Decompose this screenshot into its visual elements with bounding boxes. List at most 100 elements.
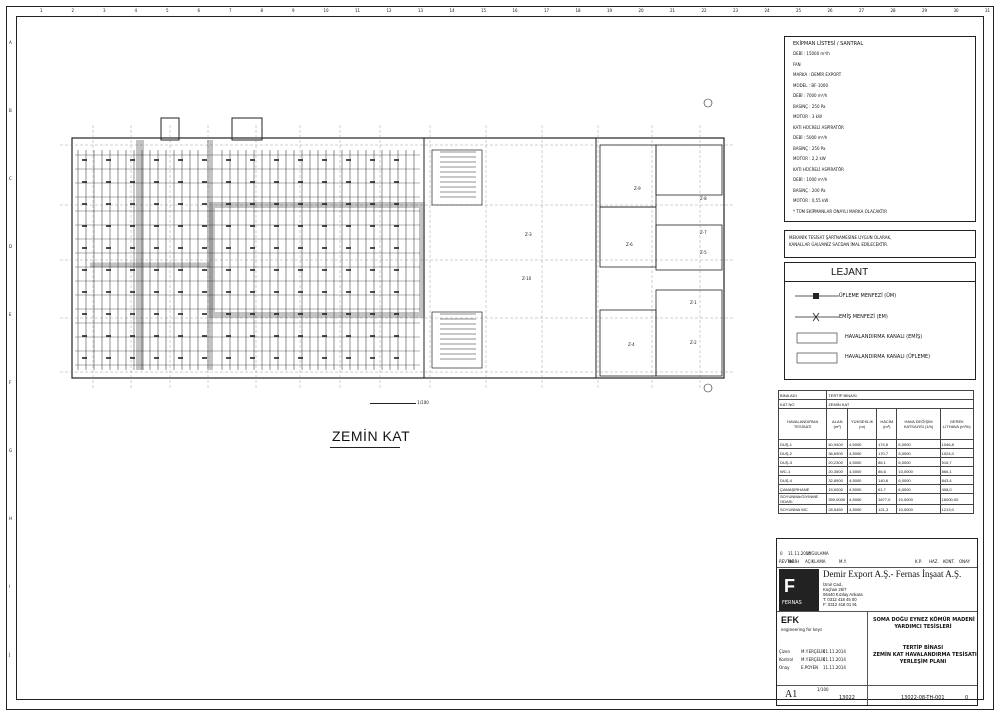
project-number: 13022	[839, 695, 855, 701]
scale-bar: 1/100	[370, 400, 429, 405]
grid-column-number: 8	[260, 8, 264, 13]
table-cell: 516,7	[939, 457, 975, 467]
table-cell: 20,3500	[826, 466, 849, 476]
note-line: DEBİ : 15000 m³/h	[793, 51, 830, 56]
legend-item: EMİŞ MENFEZİ (EM)	[839, 314, 888, 320]
table-cell: 61,7	[876, 484, 898, 494]
drawing-name: YERLEŞİM PLANI	[899, 659, 947, 665]
grid-row-letter: E	[9, 312, 12, 317]
note-line: DEBİ : 7000 m³/h	[793, 93, 828, 98]
grid-row-letter: J	[9, 652, 11, 657]
legend-symbols	[795, 293, 839, 364]
column-header: YÜKSEKLİK (m)	[847, 408, 878, 440]
note-line: KATI HÜCRELİ ASPİRATÖR	[793, 124, 844, 130]
note-line: MARKA : DEMİR EXPORT	[793, 72, 842, 77]
table-cell: 4,5000	[847, 475, 878, 485]
general-note-line: KANALLAR GALVANİZ SACDAN İMAL EDİLECEKTİ…	[789, 242, 889, 247]
grid-column-number: 20	[638, 8, 644, 13]
table-cell: 36,6900	[826, 448, 849, 458]
outer-frame	[6, 6, 994, 710]
column-header: GEREK LİTHAVA (m³/h)	[939, 408, 975, 440]
address-line: 06440 Kızılay Ankara	[823, 592, 863, 597]
table-cell: 6,0000	[896, 457, 941, 467]
title-underline	[330, 447, 400, 448]
grid-column-number: 12	[386, 8, 392, 13]
sheet-size: A1	[785, 689, 798, 700]
efk-subtitle: engineering for keys	[781, 627, 823, 632]
table-cell: 1024,0	[939, 448, 975, 458]
table-cell: ZEMİN KAT	[826, 399, 974, 409]
scale-label: 1/100	[417, 400, 429, 405]
grid-column-number: 15	[481, 8, 487, 13]
address-line: F: 0312 418 01 91	[823, 602, 857, 607]
room-label: Z-2	[690, 340, 697, 345]
grid-column-number: 29	[922, 8, 928, 13]
room-label: Z-9	[634, 186, 641, 191]
table-cell: 1677,0	[876, 493, 898, 505]
table-cell: ÇAMAŞIRHANE	[777, 484, 828, 494]
grid-column-number: 2	[71, 8, 75, 13]
table-cell: 170,7	[876, 448, 898, 458]
grid-column-number: 1	[40, 8, 43, 13]
room-label: Z-1	[690, 300, 697, 305]
signature-cell: M.Y.ERÇELİK	[801, 649, 826, 654]
table-cell: 15,0000	[826, 484, 849, 494]
grid-row-letter: G	[9, 448, 13, 453]
table-cell: 4,5000	[847, 493, 878, 505]
signature-cell: Çizen	[779, 649, 790, 654]
note-line: MOTOR : 0,55 kW	[793, 198, 829, 203]
grid-column-number: 25	[796, 8, 802, 13]
signature-cell: 11.11.2014	[823, 657, 846, 662]
grid-column-number: 11	[355, 8, 361, 13]
grid-column-number: 4	[134, 8, 138, 13]
table-cell: 86,1	[876, 457, 898, 467]
grid-column-number: 24	[764, 8, 770, 13]
grid-row-letter: A	[9, 40, 12, 45]
table-cell: 408,0	[939, 484, 975, 494]
legend-title: LEJANT	[831, 267, 869, 278]
note-line: * TÜM EKİPMANLAR ONAYLI MARKA OLACAKTIR	[793, 208, 887, 214]
grid-row-letter: C	[9, 176, 12, 181]
table-cell: 20,2300	[826, 457, 849, 467]
column-header: ALAN (m²)	[826, 408, 849, 440]
table-cell: 866,1	[939, 466, 975, 476]
grid-column-number: 31	[985, 8, 991, 13]
revision-header-cell: AÇIKLAMA	[805, 559, 826, 564]
room-label: Z-5	[700, 250, 707, 255]
table-cell: SOYUNMA WC	[777, 504, 828, 514]
table-cell: 4,5000	[847, 504, 878, 514]
room-label: Z-10	[522, 276, 532, 281]
revision-cell: 0	[780, 551, 783, 556]
table-cell: KAT NO	[777, 399, 828, 409]
table-cell: DUŞ-4	[777, 475, 828, 485]
grid-column-number: 7	[229, 8, 232, 13]
table-cell: 6,0000	[896, 448, 941, 458]
address-line: İzmir Cad.,	[823, 582, 844, 587]
table-cell: 1213,0	[939, 504, 975, 514]
general-note-box: MEKANİK TESİSAT ŞARTNAMESİNE UYGUN OLARA…	[784, 230, 976, 258]
revision-header-cell: K.P.	[915, 559, 922, 564]
inner-frame	[16, 16, 984, 700]
equipment-notes-box: EKİPMAN LİSTESİ / SANTRAL DEBİ : 15000 m…	[784, 36, 976, 222]
note-line: BASINÇ : 250 Pa	[793, 103, 826, 109]
grid-column-number: 19	[607, 8, 613, 13]
table-cell: 121,3	[876, 504, 898, 514]
table-cell: 4,5000	[847, 457, 878, 467]
revision-header-cell: KONT.	[943, 559, 955, 564]
signature-cell: E.POYEN	[801, 665, 819, 670]
grid-row-letter: D	[9, 244, 13, 249]
company-name: Demir Export A.Ş.- Fernas İnşaat A.Ş.	[823, 569, 962, 579]
